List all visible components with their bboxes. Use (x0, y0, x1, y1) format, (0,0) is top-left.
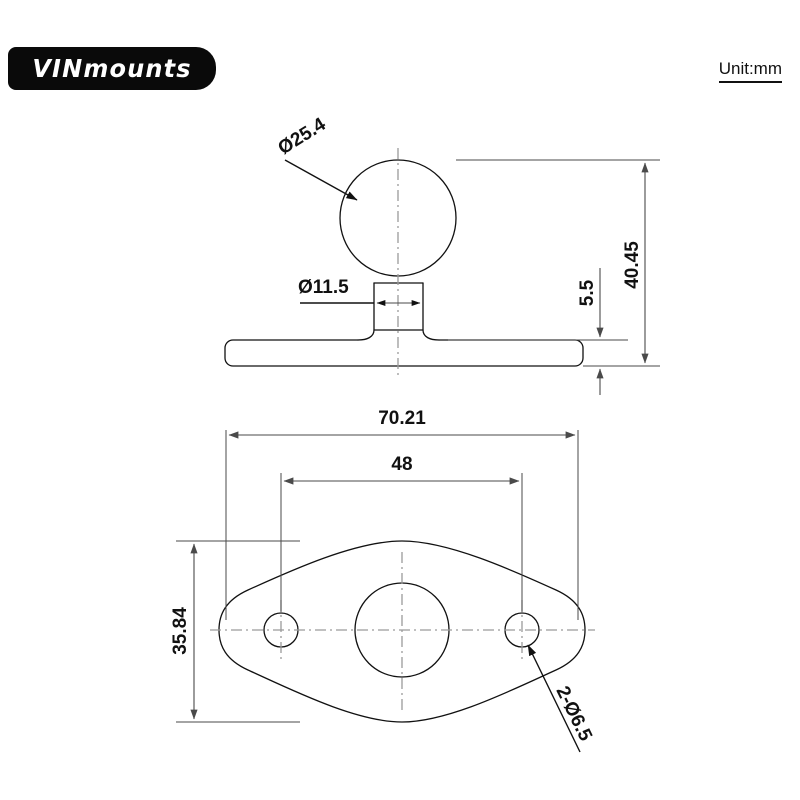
hole-spacing-text: 48 (391, 454, 412, 475)
fillet-left (357, 329, 375, 341)
total-height-text: 40.45 (622, 241, 643, 289)
neck-diameter-text: Ø11.5 (298, 277, 349, 298)
ball-diameter-callout: Ø25.4 (275, 114, 358, 201)
total-height-dimension: 40.45 (622, 162, 649, 364)
unit-label: Unit:mm (718, 59, 782, 83)
mounting-hole-leader (527, 644, 581, 753)
fillet-right (422, 329, 440, 341)
ball-diameter-text: Ø25.4 (275, 114, 330, 159)
logo-text: VINmounts (32, 54, 192, 83)
mounting-hole-text: 2-Ø6.5 (552, 683, 597, 745)
plate-length-text: 70.21 (378, 408, 426, 429)
bottom-view: 70.21 48 35.84 2-Ø6.5 (170, 408, 597, 753)
vinmounts-logo: VINmounts (8, 47, 216, 90)
hole-spacing-dimension: 48 (283, 454, 520, 485)
plate-thickness-dimension: 5.5 (577, 268, 604, 395)
base-plate-profile (224, 339, 584, 367)
plate-length-dimension: 70.21 (228, 408, 576, 439)
neck-diameter-callout: Ø11.5 (298, 277, 421, 306)
ball-diameter-leader (284, 159, 358, 201)
plate-width-dimension: 35.84 (170, 543, 198, 720)
plate-thickness-text: 5.5 (577, 279, 598, 306)
side-view: Ø25.4 Ø11.5 40.45 5.5 (224, 114, 660, 395)
plate-width-text: 35.84 (170, 607, 191, 655)
neck-profile (373, 282, 424, 331)
